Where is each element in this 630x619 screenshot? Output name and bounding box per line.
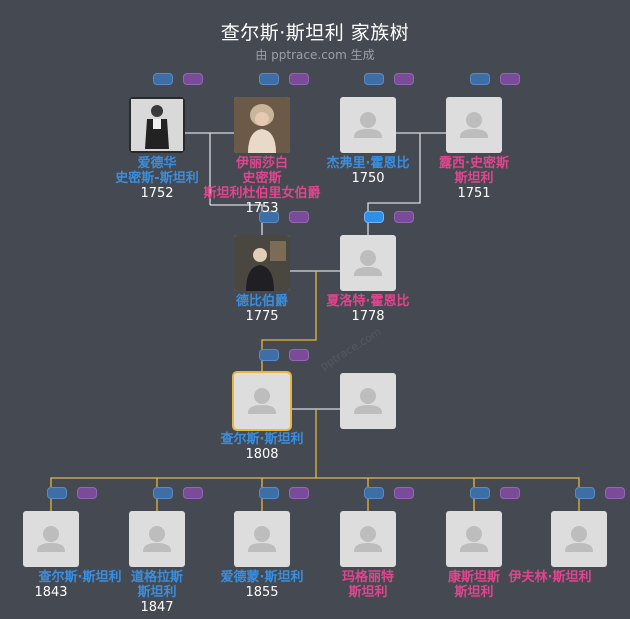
person-name[interactable]: 斯坦利 [454, 171, 494, 186]
person-card[interactable] [129, 97, 185, 153]
expand-paternal-toggle[interactable] [259, 349, 279, 361]
person-name[interactable]: 德比伯爵 [235, 294, 288, 309]
person-name[interactable]: 露西·史密斯 [439, 156, 509, 171]
birth-year: 1750 [351, 171, 385, 186]
person-name[interactable]: 杰弗里·霍恩比 [326, 156, 410, 171]
birth-year: 1855 [245, 585, 279, 600]
person-name[interactable]: 斯坦利杜伯里女伯爵 [203, 186, 321, 201]
expand-paternal-toggle[interactable] [259, 73, 279, 85]
person-name[interactable]: 查尔斯·斯坦利 [220, 432, 304, 447]
birth-year: 1752 [140, 186, 174, 201]
person-name[interactable]: 爱德蒙·斯坦利 [220, 570, 304, 585]
birth-year: 1753 [245, 201, 279, 216]
expand-paternal-toggle[interactable] [364, 73, 384, 85]
descent-line [210, 204, 263, 235]
person-name[interactable]: 爱德华 [137, 156, 177, 171]
person-card[interactable] [129, 511, 185, 567]
person-name[interactable]: 斯坦利 [137, 585, 177, 600]
selected-person-card[interactable] [234, 373, 290, 429]
person-placeholder-icon [143, 526, 171, 552]
expand-paternal-toggle[interactable] [364, 211, 384, 223]
person-placeholder-icon [354, 388, 382, 414]
expand-maternal-toggle[interactable] [500, 73, 520, 85]
expand-maternal-toggle[interactable] [394, 73, 414, 85]
person-placeholder-icon [565, 526, 593, 552]
person-name[interactable]: 斯坦利 [454, 585, 494, 600]
person-card[interactable] [340, 511, 396, 567]
person-name[interactable]: 伊丽莎白 [235, 156, 288, 171]
page-subtitle: 由 pptrace.com 生成 [255, 48, 375, 62]
person-placeholder-icon [248, 526, 276, 552]
person-name[interactable]: 伊夫林·斯坦利 [508, 570, 592, 585]
expand-maternal-toggle[interactable] [77, 487, 97, 499]
expand-paternal-toggle[interactable] [470, 73, 490, 85]
expand-maternal-toggle[interactable] [605, 487, 625, 499]
birth-year: 1775 [245, 309, 279, 324]
person-name[interactable]: 玛格丽特 [341, 570, 394, 585]
person-card[interactable] [234, 97, 290, 153]
person-name[interactable]: 史密斯-斯坦利 [115, 171, 199, 186]
person-name[interactable]: 史密斯 [242, 171, 282, 186]
person-placeholder-icon [37, 526, 65, 552]
expand-paternal-toggle[interactable] [153, 487, 173, 499]
person-card[interactable] [446, 97, 502, 153]
person-name[interactable]: 夏洛特·霍恩比 [326, 294, 410, 309]
birth-year: 1778 [351, 309, 385, 324]
expand-maternal-toggle[interactable] [289, 211, 309, 223]
expand-maternal-toggle[interactable] [289, 73, 309, 85]
person-placeholder-icon [248, 388, 276, 414]
portrait-icon [234, 235, 290, 291]
birth-year: 1808 [245, 447, 279, 462]
person-card[interactable] [234, 235, 290, 291]
expand-maternal-toggle[interactable] [183, 73, 203, 85]
person-name[interactable]: 康斯坦斯 [447, 570, 500, 585]
expand-maternal-toggle[interactable] [183, 487, 203, 499]
person-placeholder-icon [460, 112, 488, 138]
person-card[interactable] [340, 235, 396, 291]
expand-maternal-toggle[interactable] [289, 487, 309, 499]
expand-paternal-toggle[interactable] [259, 211, 279, 223]
expand-paternal-toggle[interactable] [47, 487, 67, 499]
portrait-icon [129, 97, 185, 153]
person-name[interactable]: 斯坦利 [348, 585, 388, 600]
person-card[interactable] [234, 511, 290, 567]
person-card[interactable] [446, 511, 502, 567]
portrait-icon [234, 97, 290, 153]
expand-paternal-toggle[interactable] [575, 487, 595, 499]
person-card[interactable] [551, 511, 607, 567]
person-placeholder-icon [354, 526, 382, 552]
person-card[interactable] [340, 97, 396, 153]
birth-year: 1847 [140, 600, 174, 615]
expand-paternal-toggle[interactable] [153, 73, 173, 85]
birth-year: 1843 [34, 585, 68, 600]
page-title: 查尔斯·斯坦利 家族树 [220, 22, 410, 44]
expand-paternal-toggle[interactable] [470, 487, 490, 499]
person-placeholder-icon [460, 526, 488, 552]
expand-paternal-toggle[interactable] [364, 487, 384, 499]
person-placeholder-icon [354, 112, 382, 138]
person-card[interactable] [340, 373, 396, 429]
person-name[interactable]: 查尔斯·斯坦利 [38, 570, 122, 585]
expand-maternal-toggle[interactable] [289, 349, 309, 361]
person-card[interactable] [23, 511, 79, 567]
expand-maternal-toggle[interactable] [394, 487, 414, 499]
expand-maternal-toggle[interactable] [394, 211, 414, 223]
expand-maternal-toggle[interactable] [500, 487, 520, 499]
expand-paternal-toggle[interactable] [259, 487, 279, 499]
person-placeholder-icon [354, 250, 382, 276]
person-name[interactable]: 道格拉斯 [130, 570, 183, 585]
birth-year: 1751 [457, 186, 491, 201]
